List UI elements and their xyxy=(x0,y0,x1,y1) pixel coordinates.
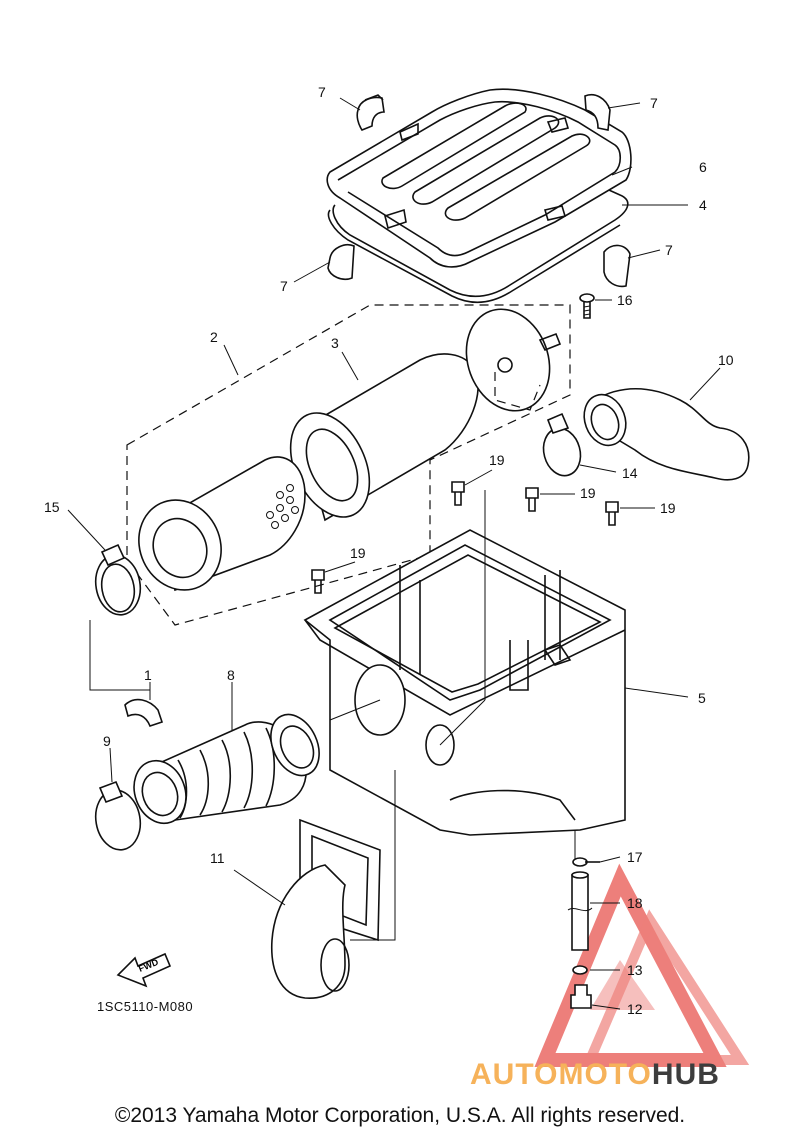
callout-15: 15 xyxy=(44,499,60,515)
callout-16: 16 xyxy=(617,292,633,308)
part-17-clip xyxy=(572,857,600,867)
watermark-text: AUTOMOTOHUB xyxy=(470,1058,720,1092)
part-7-clip-top-left xyxy=(356,94,385,131)
copyright-notice: ©2013 Yamaha Motor Corporation, U.S.A. A… xyxy=(114,1104,686,1127)
part-19-bolt-c xyxy=(605,501,619,526)
part-7-clip-top-right xyxy=(584,94,611,131)
fwd-arrow-icon: FWD xyxy=(116,952,172,988)
callout-1: 1 xyxy=(144,667,152,683)
part-18-drain-hose xyxy=(567,871,593,951)
callouts: 7 7 6 4 7 7 16 2 3 10 14 19 19 19 15 19 … xyxy=(44,84,734,1017)
callout-7-top-left: 7 xyxy=(318,84,326,100)
diagram-code: 1SC5110-M080 xyxy=(97,999,194,1014)
part-10-intake-duct xyxy=(583,387,750,481)
callout-19-c: 19 xyxy=(660,500,676,516)
part-9-clamp xyxy=(94,780,142,851)
part-14-clamp xyxy=(542,412,582,477)
part-13-clip xyxy=(572,965,588,975)
element-end-cap xyxy=(465,308,562,412)
part-12-drain-plug xyxy=(570,984,592,1009)
callout-7-bottom-right: 7 xyxy=(665,242,673,258)
part-2-element-assembly-outline xyxy=(126,304,571,626)
callout-5: 5 xyxy=(698,690,706,706)
part-11-outlet-duct xyxy=(270,818,381,999)
part-19-bolt-d xyxy=(311,569,325,594)
callout-6: 6 xyxy=(699,159,707,175)
callout-19-b: 19 xyxy=(580,485,596,501)
callout-11: 11 xyxy=(210,850,225,866)
callout-17: 17 xyxy=(627,849,643,865)
callout-3: 3 xyxy=(331,335,339,351)
part-19-bolt-a xyxy=(451,481,465,506)
callout-14: 14 xyxy=(622,465,638,481)
watermark-text-part2: HUB xyxy=(651,1058,720,1091)
element-cage xyxy=(138,456,306,592)
part-16-screw xyxy=(579,293,595,319)
leader-lines xyxy=(67,97,721,1010)
part-5-filter-case xyxy=(303,529,626,836)
part-19-bolt-b xyxy=(525,487,539,512)
callout-7-top-right: 7 xyxy=(650,95,658,111)
callout-12: 12 xyxy=(627,1001,643,1017)
watermark-text-part1: AUTOMOTO xyxy=(470,1058,652,1091)
callout-19-a: 19 xyxy=(489,452,505,468)
part-7-clip-bottom-right xyxy=(603,244,631,288)
callout-18: 18 xyxy=(627,895,643,911)
callout-2: 2 xyxy=(210,329,218,345)
callout-10: 10 xyxy=(718,352,734,368)
callout-4: 4 xyxy=(699,197,707,213)
part-3-element xyxy=(289,353,479,522)
part-7-clip-bottom-left xyxy=(327,243,355,281)
part-6-case-cap xyxy=(326,88,632,268)
callout-8: 8 xyxy=(227,667,235,683)
callout-9: 9 xyxy=(103,733,111,749)
callout-19-d: 19 xyxy=(350,545,366,561)
part-15-clamp xyxy=(94,543,142,616)
callout-13: 13 xyxy=(627,962,643,978)
part-8-joint xyxy=(133,713,320,825)
part-1-breather-elbow xyxy=(124,698,164,727)
callout-7-bottom-left: 7 xyxy=(280,278,288,294)
